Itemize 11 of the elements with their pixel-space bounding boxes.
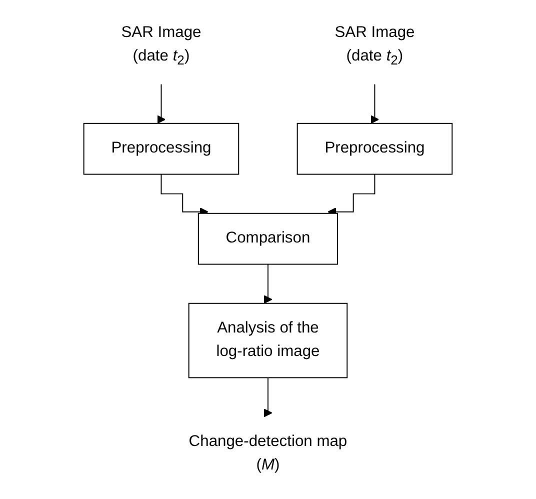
node-box: Preprocessing bbox=[83, 122, 240, 175]
arrow bbox=[370, 84, 380, 124]
node-text: SAR Image (date t$_{2}$) bbox=[121, 24, 202, 68]
arrow bbox=[264, 264, 272, 304]
arrow bbox=[264, 377, 272, 418]
node-box: Preprocessing bbox=[296, 122, 453, 175]
node-text: SAR Image (date t$_{2}$) bbox=[334, 24, 415, 68]
node-text: Change-detection map (M) bbox=[188, 433, 348, 474]
node-box: Analysis of the log-ratio image bbox=[188, 302, 348, 378]
arrow bbox=[156, 84, 166, 124]
node-box: Comparison bbox=[198, 212, 338, 265]
